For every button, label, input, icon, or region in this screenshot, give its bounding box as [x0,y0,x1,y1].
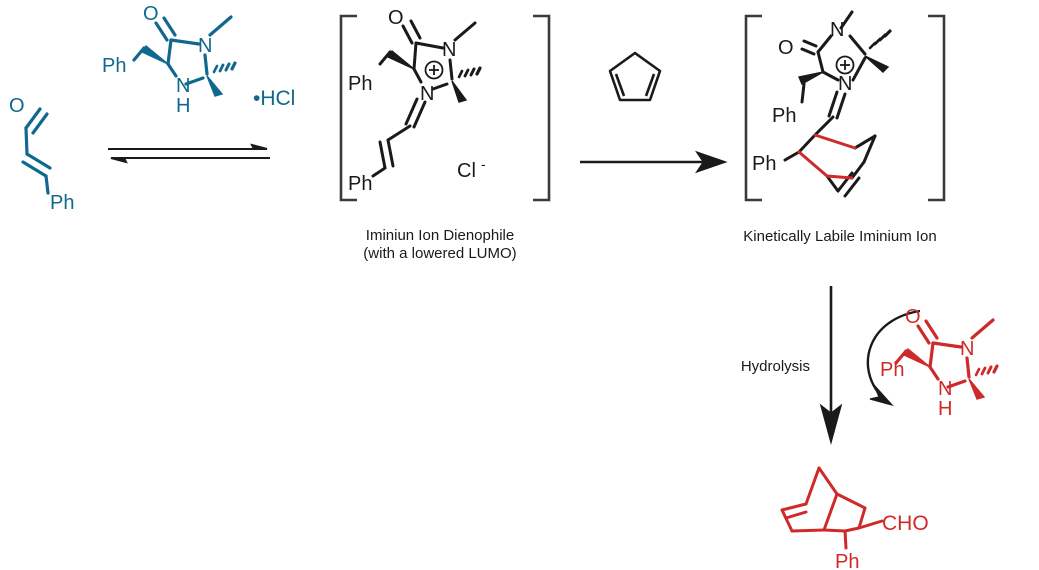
benzyl-wedge-bond [386,49,415,70]
benzyl-wedge-bond [902,347,931,368]
iminium-dienophile-structure: O N N Ph Ph Cl - [335,7,565,215]
styryl-phenyl-label: Ph [348,173,372,195]
methyl-wedge-bond [206,75,224,97]
labile-iminium-caption: Kinetically Labile Iminium Ion [743,228,937,245]
methyl-wedge-bond [451,80,468,103]
methyl-hash-bond [868,29,892,50]
benzyl-wedge-bond [140,44,169,65]
product-structure: CHO Ph [762,458,1012,570]
iminium-caption-line2: (with a lowered LUMO) [363,245,517,262]
benzyl-label: Ph [880,359,904,381]
diels-alder-arrow [578,147,730,177]
chloride-charge-label: - [481,156,486,172]
methyl-wedge-bond [968,378,986,400]
nh-hydrogen-label: H [176,95,190,117]
carbonyl-o-label: O [905,306,921,328]
benzyl-label: Ph [772,105,796,127]
hcl-salt-label: •HCl [253,87,295,110]
phenyl-label: Ph [835,551,859,570]
methyl-wedge-bond [864,55,890,73]
curved-arrow-head [869,384,894,407]
positive-charge-symbol [424,60,444,80]
iminium-n-label: N [838,73,852,95]
labile-iminium-structure: O N N Ph Ph [742,10,962,215]
benzyl-label: Ph [348,73,372,95]
carbonyl-o-label: O [143,3,159,25]
cinnamaldehyde-structure: O Ph [0,92,110,217]
hydrolysis-arrow [812,283,852,445]
cyclopentadiene-structure [604,48,666,108]
n-methyl-label: N [960,338,974,360]
chloride-label: Cl [457,160,476,182]
carbonyl-o-label: O [9,95,25,117]
catalyst-regeneration-curved-arrow [846,305,966,415]
n-methyl-label: N [198,35,212,57]
iminium-n-label: N [420,83,434,105]
nh-nitrogen-label: N [938,378,952,400]
phenyl-label: Ph [50,192,74,214]
equilibrium-arrow [104,134,274,170]
positive-charge-symbol [835,55,855,75]
carbonyl-o-label: O [778,37,794,59]
carbonyl-o-label: O [388,7,404,29]
aryl-label: Ph [752,153,776,175]
hydrolysis-label: Hydrolysis [740,358,810,375]
red-catalyst-structure: O N N H Ph [880,303,1039,428]
n-methyl-label: N [830,19,844,41]
nh-hydrogen-label: H [938,398,952,420]
new-bonds-highlight [797,133,857,180]
iminium-caption: Iminiun Ion Dienophile (with a lowered L… [325,227,555,263]
blue-catalyst-structure: O N N H Ph •HCl [100,2,335,124]
aldehyde-label: CHO [882,512,929,535]
n-methyl-label: N [442,39,456,61]
methyl-hash-bond [457,66,482,79]
bracket-left [339,14,357,202]
bracket-right [533,14,551,202]
iminium-caption-line1: Iminiun Ion Dienophile [365,227,515,244]
bracket-left [744,14,762,202]
methyl-hash-bond [212,61,237,74]
nh-nitrogen-label: N [176,75,190,97]
benzyl-label: Ph [102,55,126,77]
benzyl-wedge-bond [798,71,824,85]
bracket-right [928,14,946,202]
methyl-hash-bond [974,364,999,377]
